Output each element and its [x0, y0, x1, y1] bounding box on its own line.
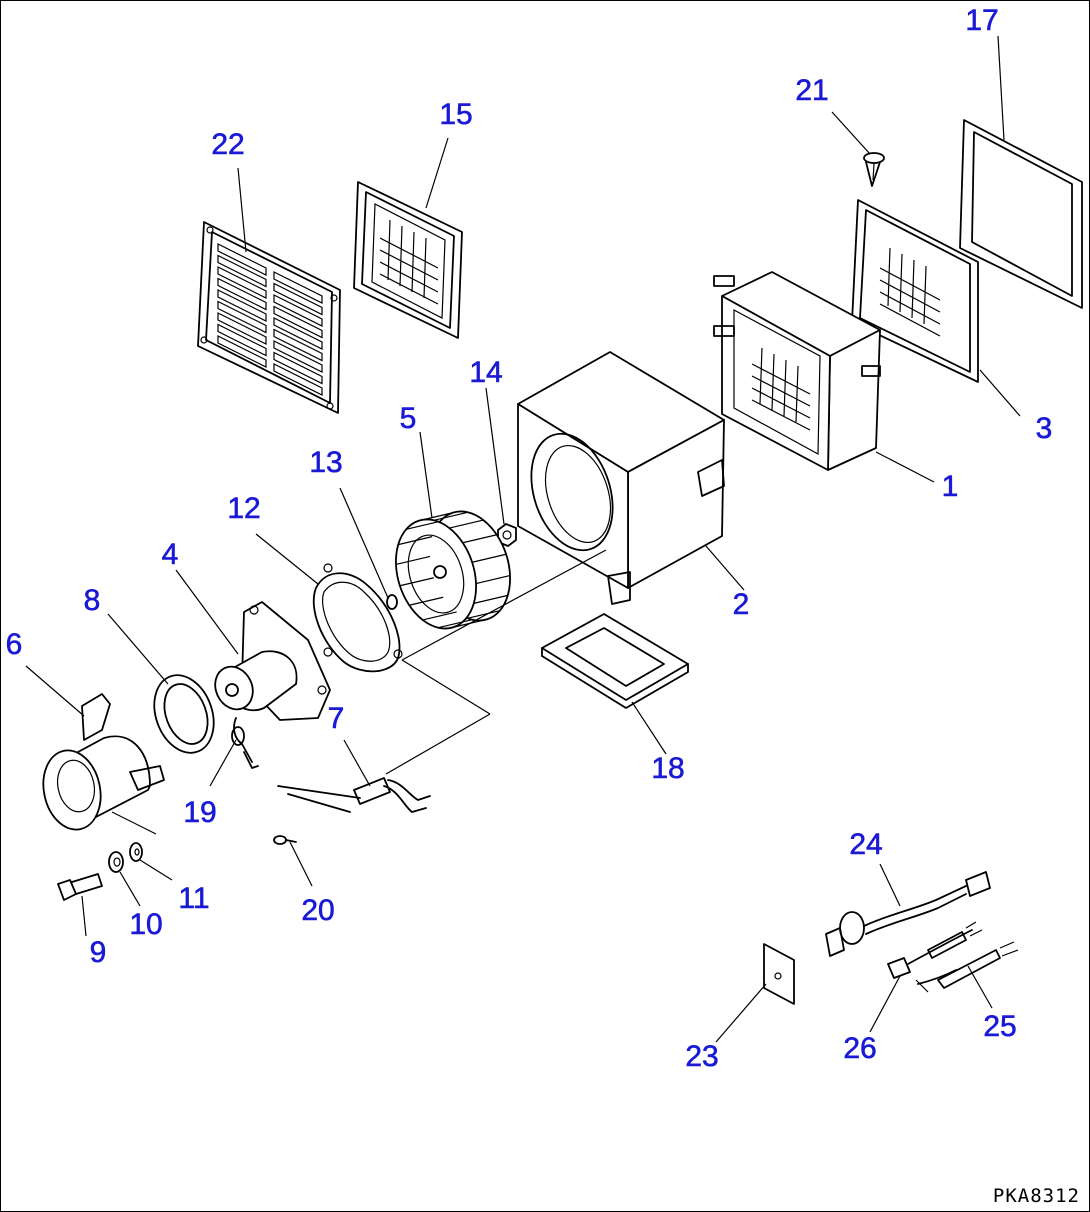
callout-11: 11 — [178, 882, 209, 915]
grille-louver — [217, 323, 267, 357]
grille-louver — [217, 289, 267, 322]
drawing-code: PKA8312 — [993, 1185, 1080, 1207]
part-filter-15[interactable] — [353, 181, 463, 339]
part-washer-10[interactable] — [108, 851, 124, 873]
fan-blade — [438, 619, 473, 629]
grille-louver — [217, 266, 267, 299]
part-harness-25[interactable] — [915, 941, 1019, 993]
callout-1: 1 — [942, 470, 959, 503]
fan-blade — [433, 511, 468, 521]
part-bolt-9[interactable] — [57, 873, 103, 901]
part-heater-core-1[interactable] — [713, 271, 881, 471]
fan-blade — [475, 574, 511, 585]
part-fan-5[interactable] — [383, 501, 524, 639]
grille-louver — [273, 271, 323, 304]
leader-lines — [25, 35, 1021, 1043]
part-housing-2[interactable] — [517, 351, 725, 605]
callout-26: 26 — [843, 1032, 876, 1065]
part-washer-11[interactable] — [129, 842, 143, 862]
callout-9: 9 — [90, 936, 107, 969]
callout-20: 20 — [301, 894, 334, 927]
grille-louver — [217, 254, 267, 288]
callout-15: 15 — [439, 98, 472, 131]
part-washer-13[interactable] — [386, 594, 398, 610]
fan-blade — [398, 536, 433, 546]
fan-blade — [449, 519, 484, 529]
callout-5: 5 — [400, 402, 417, 435]
grille-louver — [273, 363, 323, 396]
callout-13: 13 — [309, 446, 342, 479]
part-cover-6[interactable] — [36, 693, 165, 835]
callout-14: 14 — [469, 356, 502, 389]
callout-7: 7 — [328, 702, 345, 735]
part-ring-8[interactable] — [144, 667, 224, 761]
callout-2: 2 — [733, 588, 750, 621]
callout-10: 10 — [129, 908, 162, 941]
callout-3: 3 — [1036, 412, 1053, 445]
part-pad-23[interactable] — [763, 943, 795, 1005]
part-grommet-19[interactable] — [231, 726, 259, 769]
part-motor-4[interactable] — [208, 601, 331, 763]
part-gasket-18[interactable] — [541, 613, 689, 709]
callout-23: 23 — [685, 1040, 718, 1073]
part-resistor-7[interactable] — [277, 777, 431, 813]
part-screw-20[interactable] — [273, 835, 297, 845]
callout-4: 4 — [162, 538, 179, 571]
fan-blade — [462, 534, 497, 544]
fan-blade — [409, 596, 444, 606]
grille-louver — [217, 335, 267, 368]
callout-17: 17 — [965, 4, 998, 37]
part-switch-harness-24[interactable] — [825, 871, 991, 957]
callout-19: 19 — [183, 796, 216, 829]
grille-louver — [273, 351, 323, 385]
part-gasket-12[interactable] — [312, 563, 403, 673]
part-filter-3[interactable] — [851, 199, 979, 383]
fan-blade — [422, 611, 457, 621]
grille-louver — [273, 294, 323, 327]
callout-12: 12 — [227, 492, 260, 525]
callout-25: 25 — [983, 1010, 1016, 1043]
part-grille-22[interactable] — [197, 221, 341, 414]
grille-louver — [273, 317, 323, 350]
grille-louver — [273, 328, 323, 362]
fan-blade — [395, 555, 431, 566]
grille-louver — [273, 282, 323, 316]
fan-blade — [465, 610, 500, 620]
callout-21: 21 — [795, 74, 828, 107]
fan-blade — [472, 553, 507, 563]
fan-blade — [418, 512, 453, 522]
callout-18: 18 — [651, 752, 684, 785]
callout-labels: 1 2 3 4 5 6 7 8 9 10 11 12 13 14 15 17 1… — [5, 4, 1053, 1074]
part-frame-17[interactable] — [959, 119, 1083, 309]
grille-louver — [273, 305, 323, 339]
grille-louver — [273, 340, 323, 373]
grille-louver — [217, 300, 267, 334]
part-connector-26[interactable] — [887, 921, 983, 979]
fan-blade — [399, 577, 434, 587]
fan-blade — [473, 594, 508, 604]
fan-blade — [406, 520, 441, 530]
callout-24: 24 — [849, 828, 882, 861]
part-clip-21[interactable] — [863, 152, 885, 187]
grille-louver — [217, 277, 267, 311]
grille-louver — [217, 243, 267, 276]
grille-louver — [217, 312, 267, 345]
callout-6: 6 — [6, 628, 23, 661]
callout-8: 8 — [84, 584, 101, 617]
callout-22: 22 — [211, 128, 244, 161]
